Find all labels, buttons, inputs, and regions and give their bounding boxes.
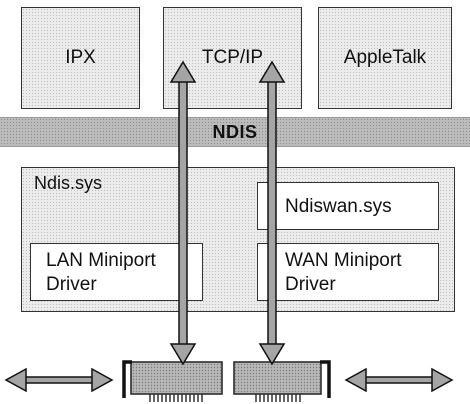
appletalk-label: AppleTalk (343, 47, 427, 68)
ndis-label: NDIS (212, 121, 258, 142)
tcpip-to-wan-card-arrow (258, 60, 286, 366)
lan-miniport-driver-box: LAN Miniport Driver (30, 243, 203, 301)
ipx-label: IPX (65, 47, 96, 68)
lan-miniport-label-line2: Driver (46, 274, 97, 295)
wan-miniport-driver-box: WAN Miniport Driver (257, 243, 439, 301)
left-card-bracket (122, 360, 132, 398)
appletalk-protocol-box: AppleTalk (318, 7, 452, 109)
ipx-protocol-box: IPX (21, 7, 140, 109)
right-card-bracket (320, 360, 331, 398)
network-adapter-card-right (233, 361, 322, 402)
ndiswan-label: Ndiswan.sys (285, 196, 392, 217)
tcpip-label: TCP/IP (201, 47, 264, 68)
left-network-arrow (4, 367, 114, 393)
ndiswan-sys-box: Ndiswan.sys (257, 182, 439, 230)
lan-miniport-label-line1: LAN Miniport (46, 250, 156, 271)
wan-miniport-label-line1: WAN Miniport (285, 250, 402, 271)
network-adapter-card-left (130, 361, 223, 402)
ndis-sys-title: Ndis.sys (34, 173, 103, 193)
wan-miniport-label-line2: Driver (285, 274, 336, 295)
right-network-arrow (344, 367, 454, 393)
ndis-interface-band: NDIS (0, 117, 470, 147)
tcpip-to-lan-card-arrow (169, 60, 197, 366)
